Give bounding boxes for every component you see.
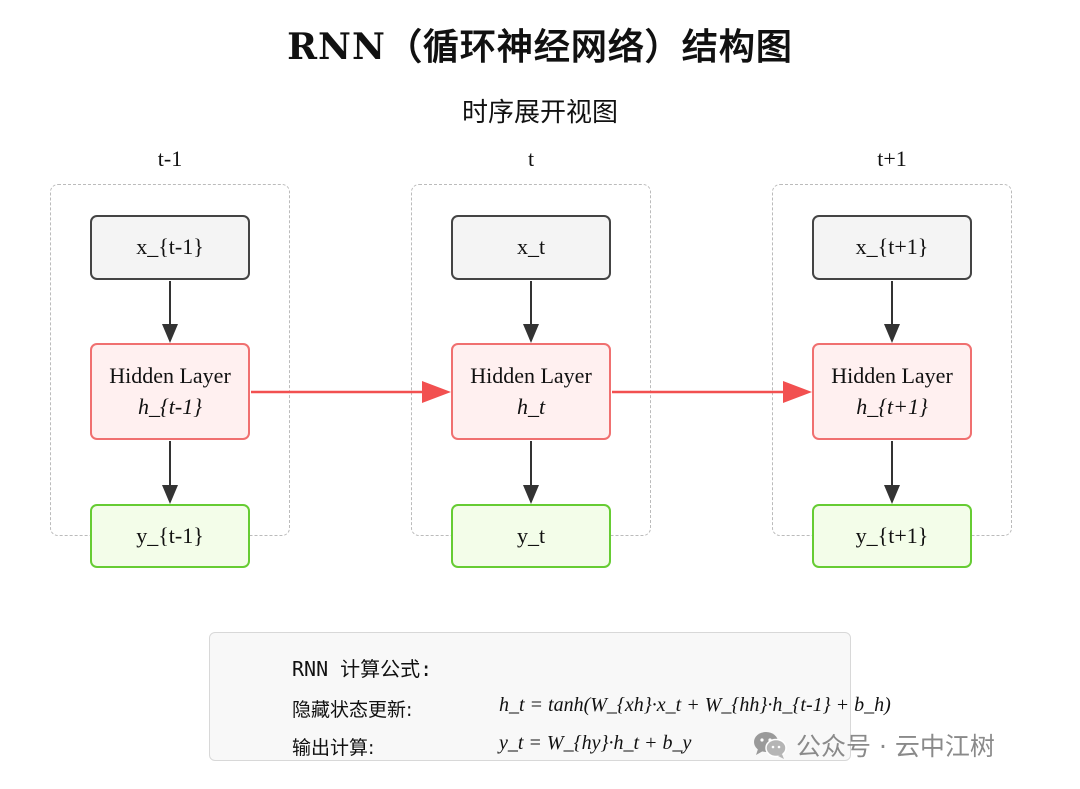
time-step-label-t-minus-1: t-1 (157, 146, 183, 171)
output-node-label: y_{t-1} (136, 522, 204, 548)
hidden-node-t-plus-1: Hidden Layer h_{t+1} (812, 343, 972, 440)
output-node-label: y_{t+1} (855, 522, 929, 548)
hidden-to-output-arrow-t (523, 441, 539, 504)
input-node-t-minus-1: x_{t-1} (90, 215, 250, 280)
diagram-title: RNN（循环神经网络）结构图 (287, 26, 793, 68)
recurrent-arrow-t-minus-1-to-t (251, 381, 451, 403)
hidden-node-state: h_t (516, 393, 546, 419)
input-node-label: x_t (516, 234, 546, 260)
formula-panel: RNN 计算公式: 隐藏状态更新: h_t = tanh(W_{xh}·x_t … (209, 632, 891, 761)
recurrent-arrow-t-to-t-plus-1 (612, 381, 812, 403)
output-node-label: y_t (516, 522, 546, 548)
hidden-to-output-arrow-t-minus-1 (162, 441, 178, 504)
diagram-subtitle: 时序展开视图 (461, 98, 618, 128)
input-to-hidden-arrow-t (523, 281, 539, 343)
input-to-hidden-arrow-t-plus-1 (884, 281, 900, 343)
hidden-node-title: Hidden Layer (470, 362, 592, 388)
input-node-label: x_{t+1} (855, 234, 929, 260)
hidden-to-output-arrow-t-plus-1 (884, 441, 900, 504)
hidden-node-title: Hidden Layer (831, 362, 953, 388)
watermark: 公众号 · 云中江树 (752, 727, 995, 763)
time-step-label-t: t (527, 146, 535, 171)
input-node-t: x_t (451, 215, 611, 280)
hidden-node-state: h_{t+1} (856, 393, 928, 419)
time-step-label-t-plus-1: t+1 (877, 146, 907, 171)
hidden-node-t: Hidden Layer h_t (451, 343, 611, 440)
output-node-t-minus-1: y_{t-1} (90, 504, 250, 568)
output-calc-label: 输出计算: (292, 737, 375, 759)
input-node-t-plus-1: x_{t+1} (812, 215, 972, 280)
hidden-node-state: h_{t-1} (137, 393, 203, 419)
wechat-icon (754, 732, 787, 759)
watermark-text: 公众号 · 云中江树 (796, 732, 995, 761)
output-calc-equation: y_t = W_{hy}·h_t + b_y (499, 732, 692, 754)
formula-heading: RNN 计算公式: (292, 657, 433, 681)
hidden-node-title: Hidden Layer (109, 362, 231, 388)
hidden-update-equation: h_t = tanh(W_{xh}·x_t + W_{hh}·h_{t-1} +… (499, 694, 891, 716)
hidden-node-t-minus-1: Hidden Layer h_{t-1} (90, 343, 250, 440)
input-to-hidden-arrow-t-minus-1 (162, 281, 178, 343)
hidden-update-label: 隐藏状态更新: (292, 699, 413, 721)
output-node-t: y_t (451, 504, 611, 568)
output-node-t-plus-1: y_{t+1} (812, 504, 972, 568)
input-node-label: x_{t-1} (136, 234, 204, 260)
